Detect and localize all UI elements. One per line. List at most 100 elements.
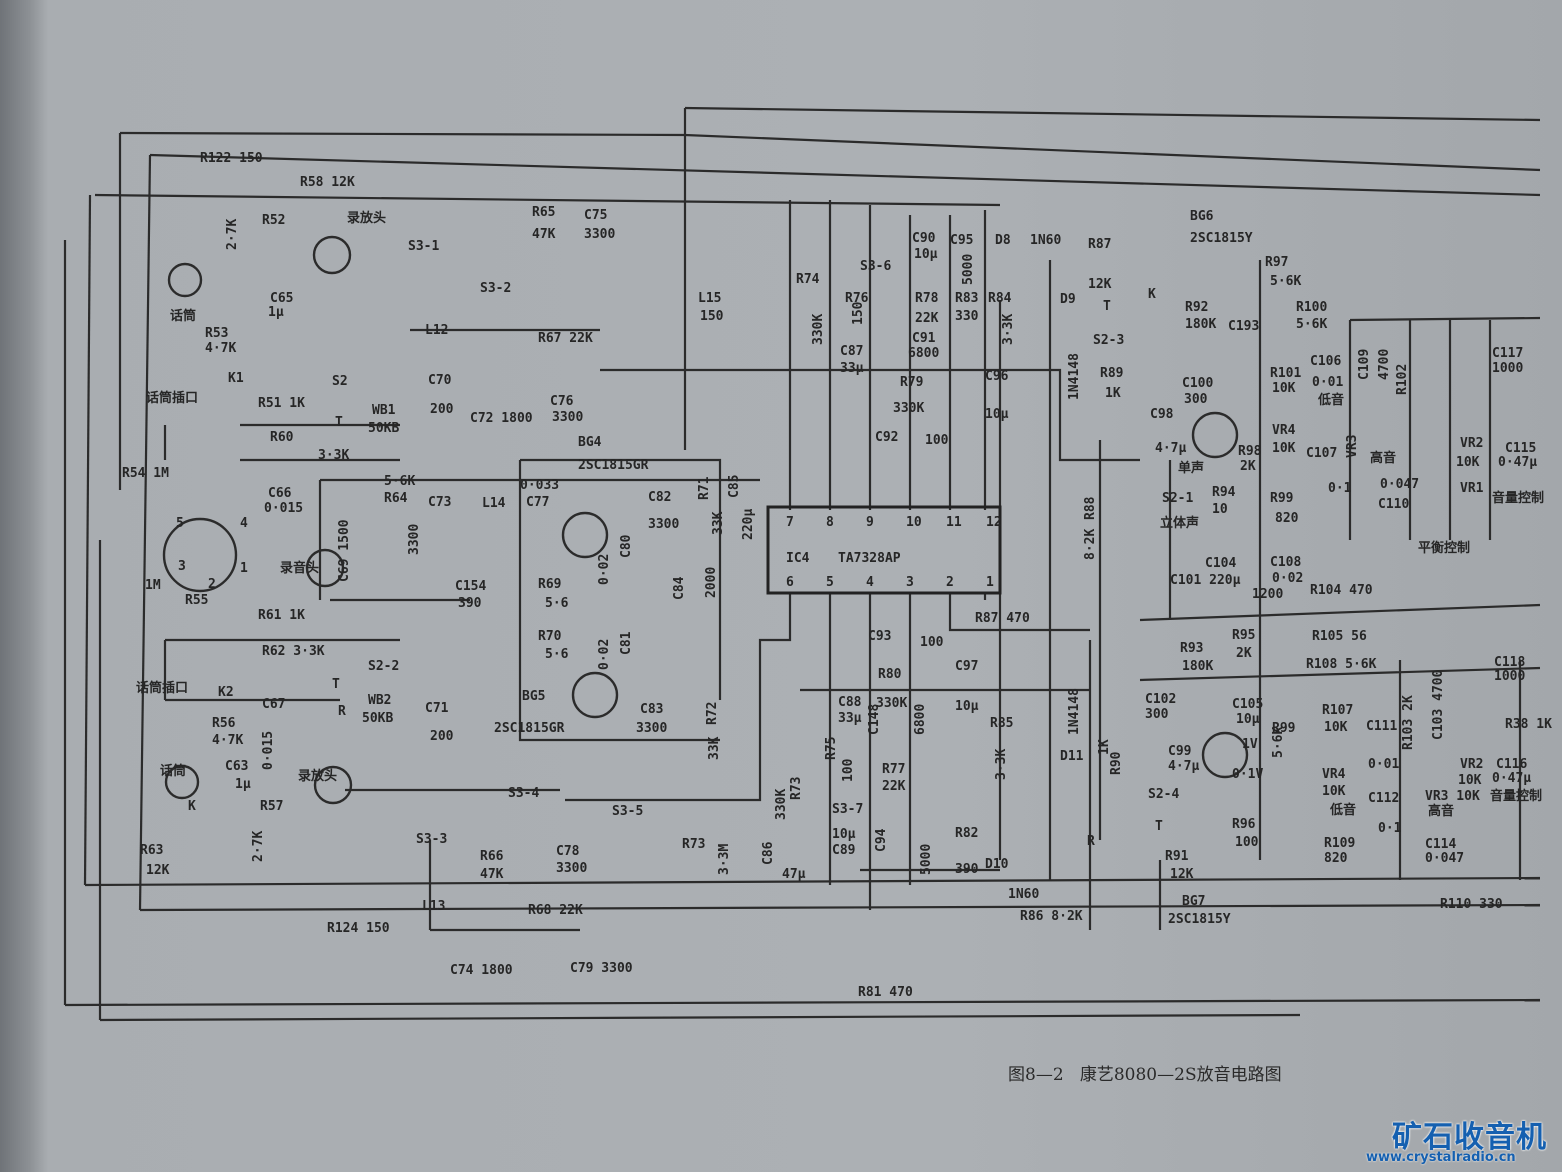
component-label-c78: C78 bbox=[556, 844, 580, 859]
component-label-d10v: 1N60 bbox=[1008, 887, 1039, 902]
component-label-r75v: 100 bbox=[841, 758, 856, 782]
component-label-c148: C148 bbox=[867, 704, 882, 735]
component-label-c117v: 1000 bbox=[1492, 361, 1523, 376]
component-label-r87b: R87 470 bbox=[975, 611, 1030, 626]
component-label-c71v: 200 bbox=[430, 729, 454, 744]
component-label-c84v: 2000 bbox=[704, 567, 719, 598]
component-label-bg6t: 2SC1815Y bbox=[1190, 231, 1253, 246]
component-label-r70v: 5·6 bbox=[545, 647, 569, 662]
component-label-bass1: 低音 bbox=[1317, 392, 1344, 408]
component-label-r78: R78 bbox=[915, 291, 939, 306]
component-label-c116v: 0·47μ bbox=[1492, 771, 1531, 786]
transistor-bg7-symbol bbox=[1201, 731, 1249, 779]
ic-part: TA7328AP bbox=[838, 551, 901, 566]
component-label-r67: R67 22K bbox=[538, 331, 593, 346]
wire bbox=[139, 903, 1541, 912]
component-label-vol2: 音量控制 bbox=[1490, 788, 1542, 804]
component-label-bg6: BG6 bbox=[1190, 209, 1214, 224]
component-label-c102v: 300 bbox=[1145, 707, 1169, 722]
component-label-r99b: R99 bbox=[1272, 721, 1295, 736]
component-label-c67v: 0·015 bbox=[261, 731, 276, 770]
component-label-head3: 录放头 bbox=[298, 768, 337, 784]
component-label-r73av: 3·3M bbox=[717, 844, 732, 875]
component-label-wb1v: 50KB bbox=[368, 421, 399, 436]
component-label-s33: S3-3 bbox=[416, 832, 447, 847]
component-label-r63: R63 bbox=[140, 843, 163, 858]
wire bbox=[94, 193, 1001, 207]
component-label-c81: C81 bbox=[619, 631, 634, 655]
component-label-t4: T bbox=[1155, 819, 1163, 834]
ic-pin-label: 5 bbox=[826, 575, 834, 590]
ic-pin-label: 11 bbox=[946, 515, 962, 530]
component-label-r85v: 3·3K bbox=[994, 749, 1009, 780]
component-label-c90: C90 bbox=[912, 231, 936, 246]
component-label-r2: R bbox=[338, 704, 346, 719]
component-label-c95v: 5000 bbox=[961, 254, 976, 285]
component-label-p4: 4 bbox=[240, 516, 248, 531]
component-label-vr2b: VR2 bbox=[1460, 757, 1483, 772]
component-label-r85: R85 bbox=[990, 716, 1013, 731]
figure-title: 康艺8080—2S放音电路图 bbox=[1079, 1065, 1282, 1085]
component-label-s34: S3-4 bbox=[508, 786, 539, 801]
component-label-stereo: 立体声 bbox=[1160, 515, 1199, 531]
component-label-jack1: 话筒插口 bbox=[146, 390, 198, 406]
component-label-c75: C75 bbox=[584, 208, 607, 223]
component-label-r83v: 330 bbox=[955, 309, 979, 324]
component-label-c93: C93 bbox=[868, 629, 891, 644]
component-label-r77v: 22K bbox=[882, 779, 906, 794]
component-label-c82: C82 bbox=[648, 490, 671, 505]
component-label-c92: C92 bbox=[875, 430, 898, 445]
component-label-r102: R102 bbox=[1395, 364, 1410, 395]
component-label-r92: R92 bbox=[1185, 300, 1208, 315]
component-label-c83: C83 bbox=[640, 702, 663, 717]
component-label-c87v: 33μ bbox=[840, 361, 864, 376]
component-label-r65: R65 bbox=[532, 205, 555, 220]
component-label-r110: R110 330 bbox=[1440, 897, 1503, 912]
wire bbox=[518, 460, 720, 742]
component-label-r80v: 330K bbox=[876, 696, 907, 711]
component-label-c63v: 1μ bbox=[235, 777, 251, 792]
component-label-head1: 录放头 bbox=[347, 210, 386, 226]
component-label-c84: C84 bbox=[672, 576, 687, 600]
component-label-p5: 5 bbox=[176, 516, 184, 531]
component-label-c98: C98 bbox=[1150, 407, 1174, 422]
component-label-c98v: 4·7μ bbox=[1155, 441, 1186, 456]
component-label-r79: R79 bbox=[900, 375, 923, 390]
component-label-mic2: 话筒 bbox=[160, 763, 186, 779]
wire bbox=[119, 131, 1541, 172]
component-label-r63v: 12K bbox=[146, 863, 170, 878]
wire bbox=[84, 876, 1541, 887]
component-label-c115: C115 bbox=[1505, 441, 1536, 456]
component-label-c91v: 6800 bbox=[908, 346, 939, 361]
component-label-r60: R60 bbox=[270, 430, 294, 445]
component-label-wb2: WB2 bbox=[368, 693, 391, 708]
component-label-p1: 1 bbox=[240, 561, 248, 576]
ic-pin-label: 2 bbox=[946, 575, 954, 590]
wire bbox=[1349, 316, 1541, 322]
component-label-c72: C72 1800 bbox=[470, 411, 533, 426]
component-label-c107: C107 bbox=[1306, 446, 1337, 461]
record-head-symbol bbox=[305, 548, 345, 588]
component-label-t2: T bbox=[332, 677, 340, 692]
component-label-c85v: 220μ bbox=[741, 509, 756, 540]
component-label-r93: R93 bbox=[1180, 641, 1203, 656]
component-label-r82: R82 bbox=[955, 826, 978, 841]
component-label-r122: R122 150 bbox=[200, 151, 263, 166]
component-label-d9v: 1N4148 bbox=[1067, 353, 1082, 400]
component-label-c91: C91 bbox=[912, 331, 936, 346]
component-label-c100v: 300 bbox=[1184, 392, 1208, 407]
component-label-vr3b: VR3 10K bbox=[1425, 789, 1480, 804]
component-label-vr4av: 10K bbox=[1272, 441, 1296, 456]
component-label-d8: D8 bbox=[995, 233, 1011, 248]
component-label-c111: C111 bbox=[1366, 719, 1397, 734]
component-label-k3: K bbox=[1148, 287, 1156, 302]
component-label-r53: R53 bbox=[205, 326, 228, 341]
component-label-c104: C104 bbox=[1205, 556, 1236, 571]
component-label-c96v: 10μ bbox=[985, 407, 1009, 422]
component-label-l12: L12 bbox=[425, 323, 448, 338]
component-label-k: K bbox=[188, 799, 196, 814]
component-label-r91: R91 bbox=[1165, 849, 1189, 864]
figure-caption: 图8—2 康艺8080—2S放音电路图 bbox=[1008, 1060, 1282, 1085]
